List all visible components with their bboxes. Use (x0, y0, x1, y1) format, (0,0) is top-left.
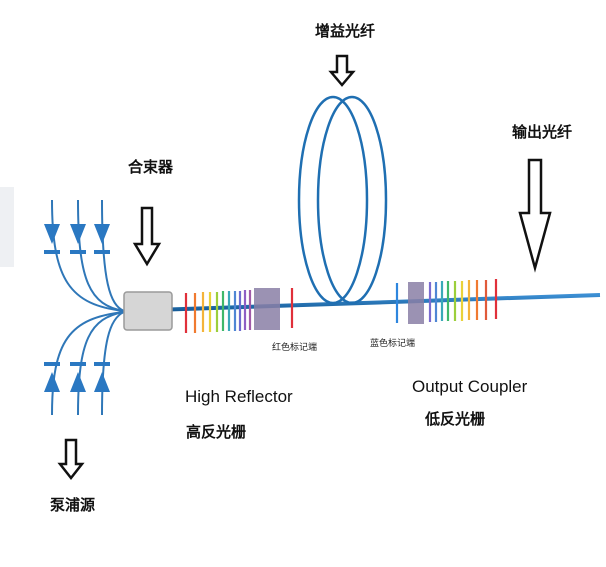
pump-fiber-3 (101, 199, 125, 312)
pump-arrows-top (44, 224, 110, 254)
pump-arrows-bottom (44, 362, 110, 392)
pump-arrow-icon (44, 224, 60, 244)
coil-loop-1 (297, 95, 369, 305)
combiner-pointer-icon (132, 206, 162, 267)
coil-loop-2 (316, 95, 388, 305)
pump-bar-icon (70, 250, 86, 254)
pump-pointer-icon (57, 438, 85, 481)
left-edge-strip (0, 187, 14, 267)
high-reflector-en-label: High Reflector (185, 387, 293, 406)
pump-arrow-icon (70, 372, 86, 392)
pump-bar-icon (70, 362, 86, 366)
pump-fibers (51, 199, 125, 416)
pump-fiber-2 (77, 199, 125, 312)
grating-dense-block (254, 288, 280, 330)
pump-fiber-6 (101, 311, 125, 416)
pump-fiber-5 (77, 311, 125, 416)
pump-source-label: 泵浦源 (50, 496, 96, 514)
high-reflector-grating (184, 288, 294, 333)
pump-arrow-icon (44, 372, 60, 392)
pump-bar-icon (94, 362, 110, 366)
combiner-box (123, 291, 173, 331)
pump-bar-icon (94, 250, 110, 254)
pump-arrow-icon (94, 372, 110, 392)
combiner-label: 合束器 (128, 158, 174, 176)
blue-marker-label: 蓝色标记端 (370, 339, 416, 349)
output-coupler-grating (395, 279, 498, 324)
pump-fiber-4 (51, 311, 125, 416)
pump-bar-icon (44, 362, 60, 366)
output-coupler-en-label: Output Coupler (412, 377, 528, 396)
pointer-arrows (57, 54, 552, 481)
pump-bar-icon (44, 250, 60, 254)
output-coupler-cn-label: 低反光栅 (425, 410, 486, 428)
pump-fiber-1 (51, 199, 125, 312)
high-reflector-cn-label: 高反光栅 (186, 423, 247, 441)
gain-fiber-coil (297, 95, 388, 305)
pump-arrow-icon (70, 224, 86, 244)
red-marker-label: 红色标记端 (272, 343, 318, 353)
pump-arrow-icon (94, 224, 110, 244)
grating-dense-block (408, 282, 424, 324)
output-fiber-pointer-icon (518, 158, 552, 273)
output-fiber-label: 输出光纤 (512, 123, 573, 141)
gain-fiber-pointer-icon (328, 54, 356, 87)
gain-fiber-label: 增益光纤 (315, 22, 376, 40)
